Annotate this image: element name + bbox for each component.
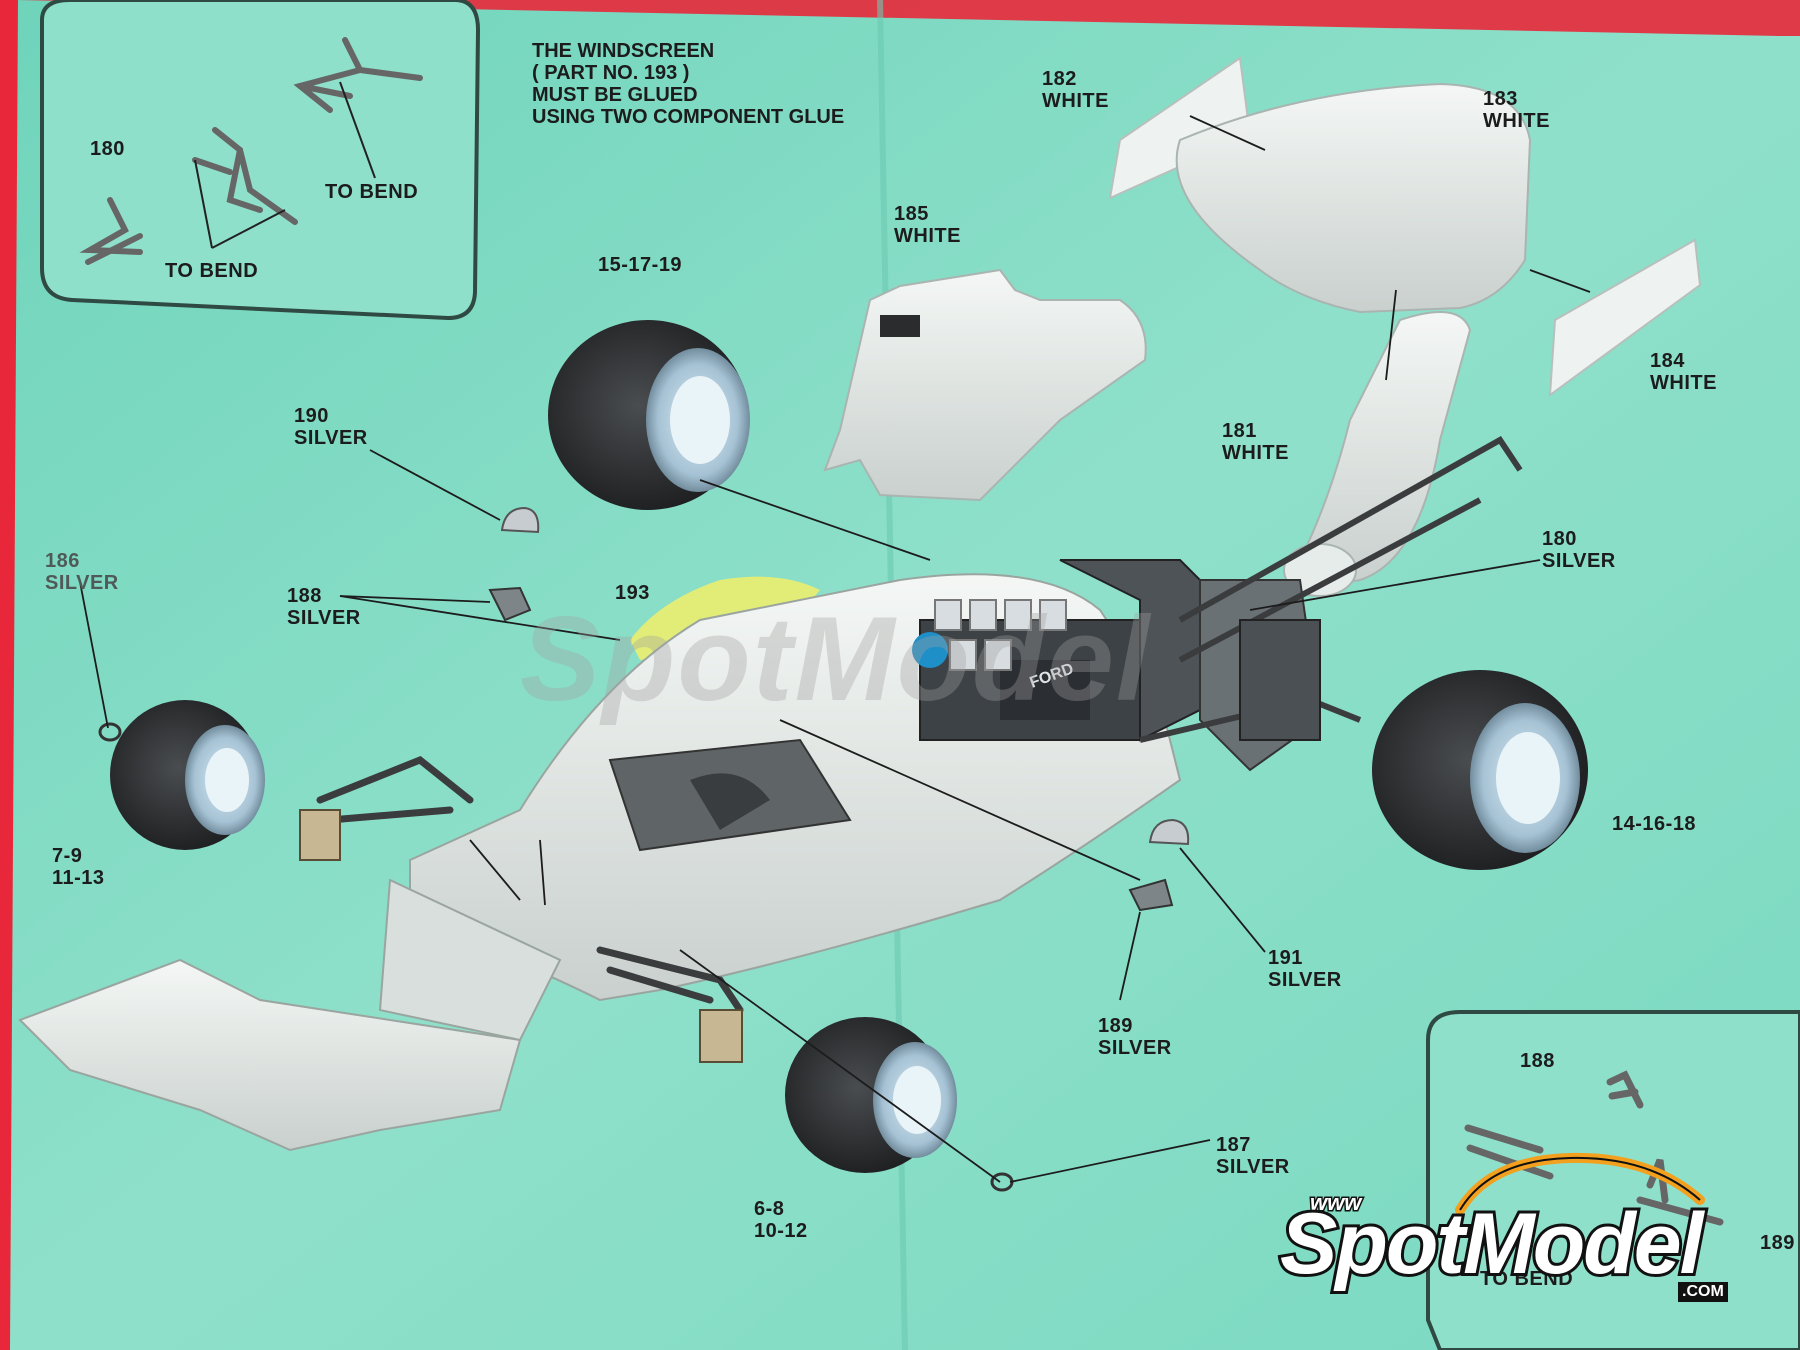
note-line-2: ( PART NO. 193 ) (532, 62, 690, 84)
front-wing (18, 958, 522, 1152)
note-line-4: USING TWO COMPONENT GLUE (532, 106, 845, 128)
windscreen-note: THE WINDSCREEN ( PART NO. 193 ) MUST BE … (532, 40, 844, 128)
spotmodel-logo: www SpotModel .COM (1277, 1150, 1750, 1330)
part-189 (1128, 878, 1174, 912)
part-184 (1548, 238, 1702, 398)
bend-parts-sketch (79, 37, 423, 265)
part-183 (1175, 82, 1532, 314)
leader-lines (79, 115, 1591, 1183)
nose-cone (378, 878, 562, 1042)
part-190 (500, 506, 540, 534)
front-left-tire (110, 700, 265, 850)
label-rear-left-wheel: 15-17-19 (598, 254, 683, 276)
gearbox (1239, 619, 1321, 741)
note-line-1: THE WINDSCREEN (532, 40, 715, 62)
inset-to-bend-b: TO BEND (165, 260, 259, 282)
part-181 (1298, 311, 1472, 584)
rear-right-tire (1372, 670, 1588, 870)
note-line-3: MUST BE GLUED (532, 84, 698, 106)
inset-part-188: 188 (1520, 1050, 1555, 1072)
inset-to-bend: TO BEND (1480, 1268, 1574, 1290)
inset-to-bend-a: TO BEND (325, 181, 419, 203)
rear-left-tire (548, 320, 750, 510)
label-193: 193 (615, 582, 650, 604)
label-rear-right-wheel: 14-16-18 (1612, 813, 1697, 835)
logo-com: .COM (1678, 1282, 1728, 1302)
front-uprights (299, 809, 743, 1063)
part-186 (98, 722, 122, 742)
logo-www: www (1308, 1189, 1362, 1217)
inset-part-180: 180 (90, 138, 125, 160)
watermark-center: SpotModel (520, 590, 1151, 728)
inset-box-bottom-right (1426, 1010, 1800, 1350)
inset-part-189: 189 (1760, 1232, 1795, 1254)
watermark-center-text: SpotModel (520, 592, 1152, 726)
logo-name: SpotModel (1277, 1193, 1706, 1295)
logo-car-roof-swoosh (1455, 1152, 1705, 1215)
part-188 (488, 586, 532, 622)
inset-box-top-left (40, 0, 481, 321)
part-191 (1148, 818, 1190, 846)
